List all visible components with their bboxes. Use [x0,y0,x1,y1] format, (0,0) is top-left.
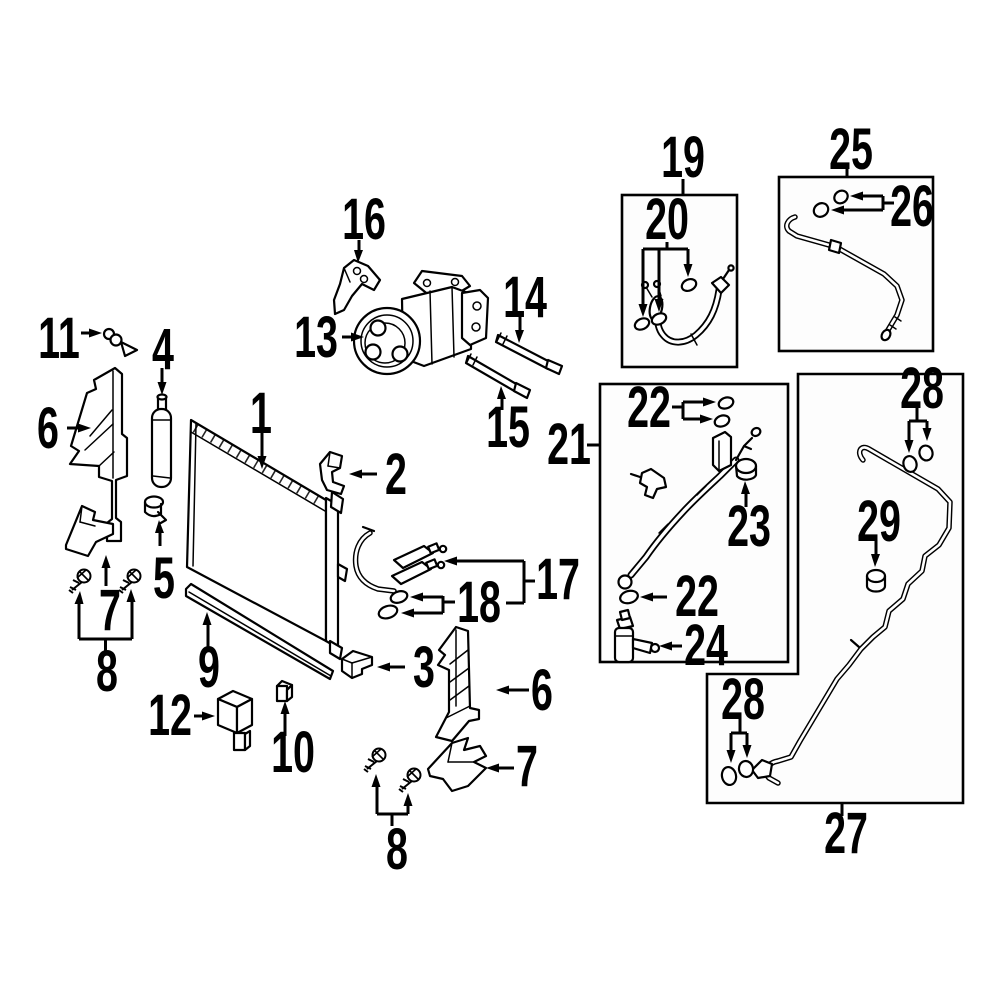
callout-25: 25 [829,116,873,181]
callout-24: 24 [684,612,728,677]
part-orings-28-top [902,444,934,474]
part-air-guide-left [68,366,129,543]
callout-26: 26 [890,173,934,238]
callout-19: 19 [661,124,705,189]
callout-7-left: 7 [99,577,121,642]
callout-arrows [67,169,932,826]
part-air-guide-right [434,625,481,743]
part-relay-12 [216,689,254,752]
part-tube-assembly-17 [352,525,448,594]
part-pipe-25 [784,214,905,342]
callout-11: 11 [38,305,80,370]
callout-28-top: 28 [900,355,944,420]
callout-15: 15 [486,394,530,459]
callout-5: 5 [153,545,175,610]
callout-21: 21 [547,411,591,476]
callout-14: 14 [503,264,547,329]
part-oring-22-bottom [619,589,639,605]
part-orings-22-top [713,396,735,428]
callout-29: 29 [857,488,901,553]
part-deflector-right [426,736,488,793]
part-orings-20 [633,277,698,331]
part-orings-28-bottom [720,759,755,787]
callout-8-right: 8 [386,816,408,881]
callout-18: 18 [457,569,501,634]
callout-23: 23 [727,493,771,558]
part-pin-11 [102,327,139,358]
part-bolt-15 [464,353,532,400]
part-condenser [185,418,349,661]
detail-box-25 [777,175,935,353]
callout-1: 1 [250,380,272,445]
callout-10: 10 [271,719,315,784]
part-clip-5 [143,495,168,526]
part-grommet-23 [734,457,758,481]
part-block-10 [275,679,294,703]
callout-4: 4 [152,316,174,381]
callout-3: 3 [413,634,435,699]
callout-27: 27 [824,800,868,865]
callout-13: 13 [294,304,338,369]
callout-8-left: 8 [96,638,118,703]
part-grommet-29 [865,568,887,593]
part-service-valve-24 [613,608,661,664]
part-compressor [352,269,490,376]
callout-7-right: 7 [516,733,538,798]
part-rear-pipe-27 [750,444,953,786]
callout-16: 16 [342,186,386,251]
part-bolt-14 [494,332,564,376]
callout-12: 12 [148,682,192,747]
callout-20: 20 [645,186,689,251]
callout-22-bottom: 22 [675,563,719,628]
part-deflector-left [64,504,115,558]
part-bracket-2 [318,450,346,496]
callout-9: 9 [198,634,220,699]
part-liquid-tube-21 [617,426,762,590]
callout-22-top: 22 [627,374,671,439]
callout-28-bottom: 28 [721,666,765,731]
callout-17: 17 [536,546,580,611]
part-orings-18 [377,590,409,620]
part-bracket-3 [340,649,374,680]
part-seal-strip [184,582,335,681]
callout-6-left: 6 [37,395,59,460]
part-bracket-16 [332,258,382,316]
callout-6-right: 6 [531,657,553,722]
detail-box-27 [705,372,965,805]
callout-2: 2 [385,441,407,506]
part-grommets-26 [812,189,849,218]
callout-labels: 1 2 3 4 5 6 6 7 7 8 8 9 10 11 12 13 14 1… [37,116,944,881]
part-receiver-drier [150,393,173,489]
